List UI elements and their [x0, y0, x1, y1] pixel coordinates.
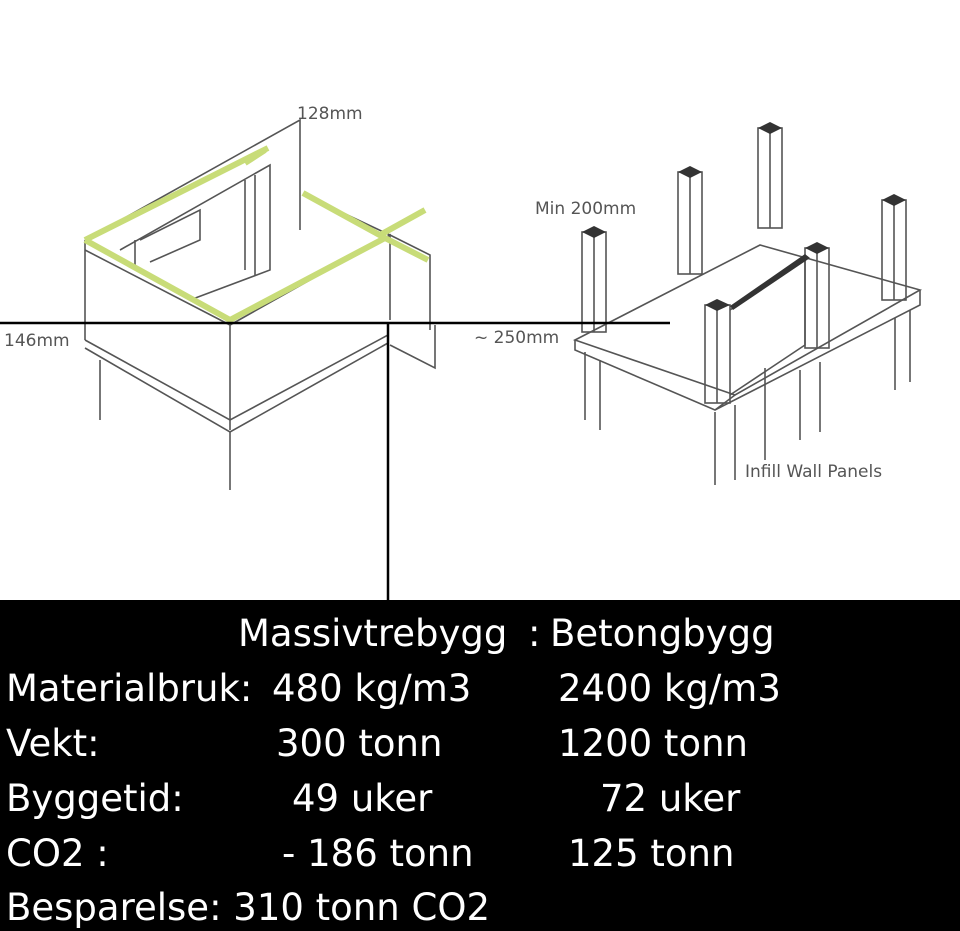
row-left-value: - 186 tonn [282, 832, 474, 875]
construction-diagram: 128mm 146mm Min 200mm ~ 250mm Infill Wal… [0, 0, 960, 600]
header-separator: : [528, 612, 541, 655]
column-size-label: Min 200mm [535, 199, 637, 219]
column-tops [582, 122, 906, 311]
row-label: Materialbruk: [6, 667, 253, 710]
comparison-table: Massivtrebygg : Betongbygg Materialbruk:… [0, 600, 960, 931]
row-right-value: 2400 kg/m3 [558, 667, 781, 710]
row-right-value: 72 uker [600, 777, 741, 820]
clt-highlight [83, 145, 430, 323]
infill-wall-panels-label: Infill Wall Panels [745, 462, 883, 482]
concrete-frame [572, 127, 923, 485]
wall-thickness-label: 128mm [297, 104, 363, 124]
summary-line: Besparelse: 310 tonn CO2 [6, 886, 490, 929]
row-label: Byggetid: [6, 777, 184, 820]
row-label: Vekt: [6, 722, 100, 765]
row-right-value: 125 tonn [568, 832, 735, 875]
diagram-drawing [0, 118, 923, 600]
header-betongbygg: Betongbygg [550, 612, 775, 655]
row-left-value: 49 uker [292, 777, 433, 820]
header-massivtrebygg: Massivtrebygg [238, 612, 508, 655]
row-right-value: 1200 tonn [558, 722, 748, 765]
divider-lines [0, 321, 670, 600]
row-label: CO2 : [6, 832, 109, 875]
right-slab-thickness-label: ~ 250mm [474, 328, 560, 348]
row-left-value: 300 tonn [276, 722, 443, 765]
row-left-value: 480 kg/m3 [272, 667, 472, 710]
left-slab-thickness-label: 146mm [4, 331, 70, 351]
